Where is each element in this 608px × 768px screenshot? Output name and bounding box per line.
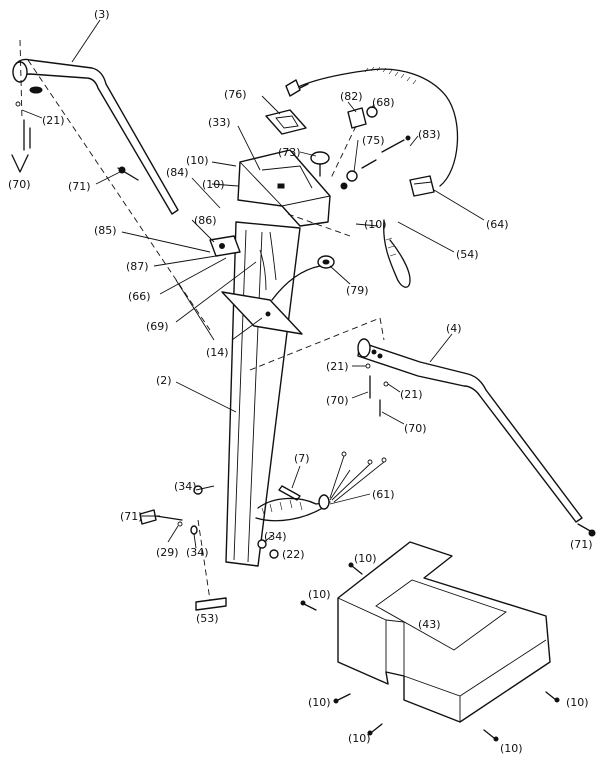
callout-10: (10) [308, 696, 331, 709]
bracket-part-14 [221, 291, 303, 335]
callout-34: (34) [174, 480, 197, 493]
left-handle-part-3 [12, 58, 179, 215]
callout-14: (14) [206, 346, 229, 359]
part-75 [340, 159, 377, 190]
callout-82: (82) [340, 90, 363, 103]
wiring [259, 231, 321, 301]
callout-7: (7) [294, 452, 310, 465]
callout-70: (70) [8, 178, 31, 191]
callout-34: (34) [264, 530, 287, 543]
callout-70: (70) [326, 394, 349, 407]
harness-part-61 [255, 451, 387, 522]
callout-43: (43) [418, 618, 441, 631]
switch-part-82 [329, 107, 367, 181]
callout-21: (21) [400, 388, 423, 401]
callout-54: (54) [456, 248, 479, 261]
grommet-part-79 [317, 255, 335, 269]
callout-22: (22) [282, 548, 305, 561]
callout-75: (75) [362, 134, 385, 147]
callout-10: (10) [186, 154, 209, 167]
callout-87: (87) [126, 260, 149, 273]
right-handle-hardware [365, 363, 596, 537]
lanyard-part-54 [383, 219, 411, 288]
callout-labels: (3) (21) (70) (71) (76) (82) (68) (33) (… [8, 8, 593, 755]
callout-10: (10) [354, 552, 377, 565]
callout-10: (10) [308, 588, 331, 601]
callout-2: (2) [156, 374, 172, 387]
part-73 [310, 151, 330, 177]
bolt-part-71-upper [117, 166, 139, 181]
callout-29: (29) [156, 546, 179, 559]
callout-68: (68) [372, 96, 395, 109]
callout-69: (69) [146, 320, 169, 333]
pin-part-83 [381, 135, 411, 153]
callout-66: (66) [128, 290, 151, 303]
callout-71: (71) [120, 510, 143, 523]
callout-34: (34) [186, 546, 209, 559]
console-part-33 [237, 149, 331, 227]
callout-10: (10) [500, 742, 523, 755]
cable-assembly [285, 66, 459, 187]
right-handle-part-4 [357, 338, 583, 523]
assembly-guide-lines [197, 213, 385, 601]
callout-64: (64) [486, 218, 509, 231]
cover-part-76 [265, 109, 307, 135]
callout-10: (10) [364, 218, 387, 231]
callout-83: (83) [418, 128, 441, 141]
callout-86: (86) [194, 214, 217, 227]
upright-frame-part-2 [225, 221, 301, 567]
callout-4: (4) [446, 322, 462, 335]
safety-key-part-64 [409, 175, 435, 197]
callout-79: (79) [346, 284, 369, 297]
callout-21: (21) [326, 360, 349, 373]
callout-71: (71) [68, 180, 91, 193]
callout-33: (33) [208, 116, 231, 129]
callout-3: (3) [94, 8, 110, 21]
callout-71: (71) [570, 538, 593, 551]
callout-61: (61) [372, 488, 395, 501]
callout-73: (73) [278, 146, 301, 159]
base-cover-part-43 [337, 541, 551, 723]
callout-84: (84) [166, 166, 189, 179]
base-screws [300, 562, 560, 742]
callout-70: (70) [404, 422, 427, 435]
bracket-part-86 [209, 235, 241, 257]
callout-76: (76) [224, 88, 247, 101]
callout-21: (21) [42, 114, 65, 127]
callout-85: (85) [94, 224, 117, 237]
callout-10: (10) [566, 696, 589, 709]
callout-53: (53) [196, 612, 219, 625]
callout-10: (10) [348, 732, 371, 745]
pin-part-7 [278, 485, 301, 501]
leader-lines [21, 19, 485, 549]
callout-10: (10) [202, 178, 225, 191]
